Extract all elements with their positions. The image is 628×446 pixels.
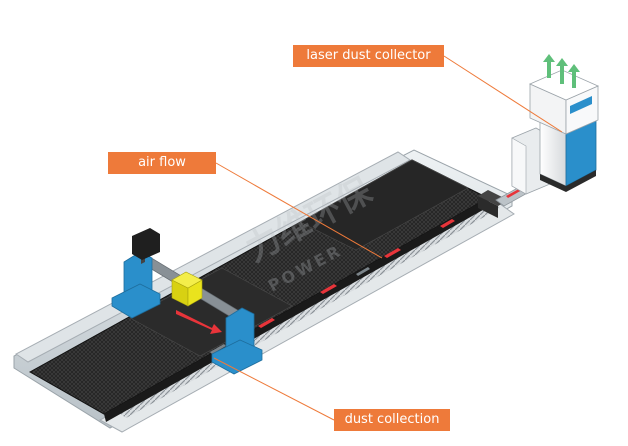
- front-gear-rack: [118, 202, 500, 418]
- callout-laser-dust-collector: laser dust collector: [293, 45, 444, 67]
- collector-logo-plate: [570, 96, 592, 114]
- callout-leader-lines: [213, 55, 563, 421]
- collector-inlet-face: [511, 137, 527, 195]
- leader-dust-collector: [443, 55, 563, 133]
- duct-joint-box: [478, 196, 498, 218]
- leader-dust-collection: [213, 357, 335, 421]
- gantry-assembly: [111, 228, 263, 375]
- machine-bed: [13, 149, 515, 433]
- collector-base: [540, 170, 596, 192]
- callout-dust-collection: dust collection: [334, 409, 450, 431]
- control-monitor: [132, 228, 160, 260]
- air-flow-arrow: [176, 310, 222, 334]
- dust-collector-unit: [511, 54, 599, 195]
- sheet-panel-far: [299, 159, 469, 251]
- leader-air-flow: [215, 162, 383, 259]
- laser-head-top: [171, 271, 203, 289]
- rail-slots: [210, 267, 370, 354]
- dust-collection-ports: [258, 219, 455, 328]
- gantry-front-foot: [211, 339, 263, 375]
- exhaust-air-arrows: [543, 54, 580, 88]
- callout-air-flow: air flow: [108, 152, 216, 174]
- back-guide-rail: [15, 151, 411, 363]
- gantry-back-foot: [111, 283, 161, 319]
